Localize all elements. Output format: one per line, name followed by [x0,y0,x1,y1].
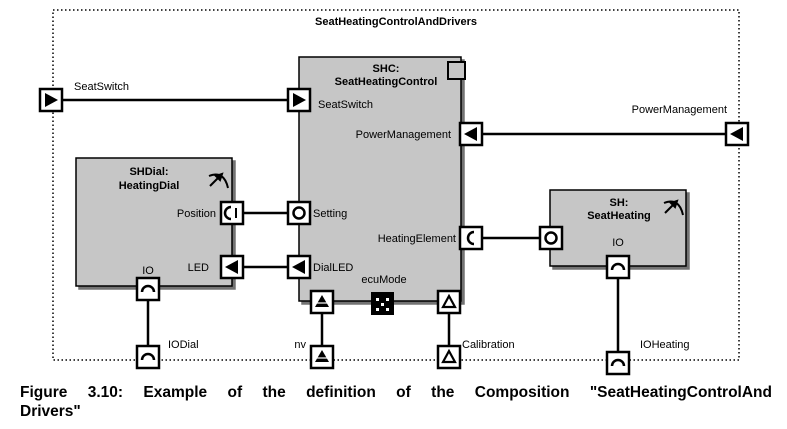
dial-port-position-label: Position [177,208,216,220]
sh-name-line2: SeatHeating [587,210,651,222]
composition-type-icon [447,61,466,80]
composition-title: SeatHeatingControlAndDrivers [315,16,477,28]
shc-port-seatswitch-label: SeatSwitch [318,99,373,111]
figure-caption-line1: Figure 3.10: Example of the definition o… [20,384,772,401]
dial-port-led-label: LED [188,262,209,274]
sh-port-heatingelement[interactable] [538,225,564,251]
sh-port-io-label: IO [612,237,624,249]
outer-port-powermanagement-label: PowerManagement [632,104,727,116]
sensor-actuator-icon [663,199,684,216]
figure-caption-line2: Drivers" [20,403,81,420]
shc-port-dialled[interactable] [286,254,312,280]
shc-port-setting[interactable] [286,200,312,226]
dial-port-position[interactable] [219,200,245,226]
shc-port-heatingelement[interactable] [458,225,484,251]
shdial-name-line1: SHDial: [129,166,168,178]
sh-name-line1: SH: [610,197,629,209]
sensor-actuator-icon [208,172,229,189]
shc-port-powermanagement-label: PowerManagement [356,129,451,141]
dial-port-led[interactable] [219,254,245,280]
shc-port-calibration[interactable] [436,289,462,315]
outer-port-iodial-label: IODial [168,339,199,351]
shc-port-powermanagement[interactable] [458,121,484,147]
component-sh[interactable]: SH: SeatHeating [549,189,687,267]
connectors [62,98,726,352]
outer-port-seatswitch-label: SeatSwitch [74,81,129,93]
dial-port-io[interactable] [135,276,161,302]
shdial-name-line2: HeatingDial [119,180,180,192]
shc-port-ecumode-label: ecuMode [361,274,406,286]
outer-port-seatswitch[interactable] [38,87,64,113]
shc-port-heatingelement-label: HeatingElement [378,233,456,245]
outer-port-nv-label: nv [294,339,306,351]
outer-port-powermanagement[interactable] [724,121,750,147]
shc-port-ecumode[interactable] [371,292,394,315]
dial-port-io-label: IO [142,265,154,277]
shc-port-setting-label: Setting [313,208,347,220]
shc-port-seatswitch[interactable] [286,87,312,113]
outer-port-nv[interactable] [309,344,335,370]
outer-port-ioheating-label: IOHeating [640,339,690,351]
shc-name-line2: SeatHeatingControl [335,76,438,88]
sh-port-io[interactable] [605,254,631,280]
composition-boundary [52,9,740,361]
shc-name-line1: SHC: [373,63,400,75]
shc-port-dialled-label: DialLED [313,262,353,274]
outer-port-calibration-label: Calibration [462,339,515,351]
outer-port-calibration[interactable] [436,344,462,370]
shc-port-nv[interactable] [309,289,335,315]
outer-port-ioheating[interactable] [605,350,631,376]
outer-port-iodial[interactable] [135,344,161,370]
